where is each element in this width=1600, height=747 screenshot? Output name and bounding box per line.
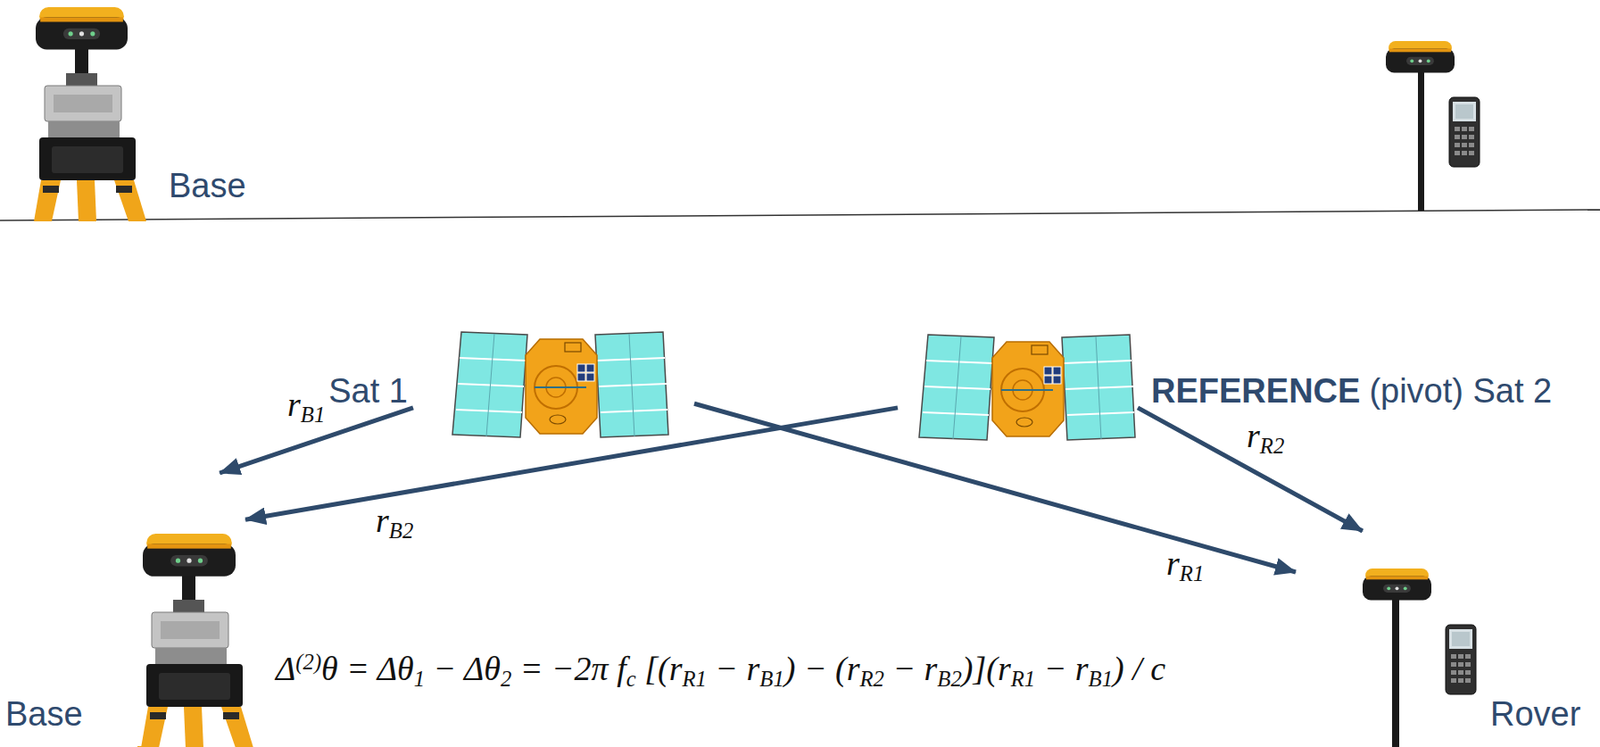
formula-run: r [375,501,390,539]
subscript: 2 [500,666,512,691]
subscript: R1 [681,666,706,691]
formula-run: ) / c [1112,649,1166,688]
illustration-part [1392,597,1400,747]
node-label: REFERENCE [1151,372,1360,412]
node-label: Sat 1 [328,372,408,412]
formula-run: )](r [961,649,1012,688]
formula-run: − r [884,649,937,688]
base-receiver-figure [137,533,254,747]
subscript: 1 [414,666,425,691]
subscript: c [626,666,637,691]
formula-run: − r [706,649,760,688]
illustration-part [1362,568,1432,600]
ground-line [0,209,1600,221]
range-label: rB1 [287,385,325,425]
formula-run: θ = Δθ [321,649,415,688]
illustration-part [1445,624,1476,695]
formula-run: − r [1035,649,1088,688]
illustration-part [1449,97,1480,167]
equation: Δ(2)θ = Δθ1 − Δθ2 = −2π fc [(rR1 − rB1) … [275,649,1166,689]
node-label: Base [5,695,83,735]
subscript: R1 [1179,561,1204,586]
reference-satellite: REFERENCE(pivot) Sat 2 [897,331,1138,442]
range-arrow [245,407,898,520]
rover-receiver-figure [1385,41,1480,211]
satellite-figure [452,331,669,438]
illustration-part [140,574,254,747]
subscript: R2 [859,666,884,691]
satellite-figure [919,334,1136,440]
node-label: (pivot) Sat 2 [1368,372,1552,412]
subscript: B1 [759,666,784,691]
rover-receiver-figure [1362,568,1476,747]
subscript: B1 [300,402,325,427]
formula-run: [(r [636,649,683,688]
superscript: (2) [295,649,322,674]
rover: Rover [1295,530,1482,747]
formula-run: r [1246,416,1261,455]
formula-run: r [1166,544,1180,582]
formula-run: ) − (r [784,649,861,688]
node-label: Base [168,166,247,207]
illustration-part [137,746,156,747]
base-receiver-figure [33,7,147,222]
formula-run: = −2π f [511,649,626,688]
base-station: Base [30,7,263,218]
subscript: R2 [1260,433,1285,458]
illustration-part [142,533,236,577]
formula-run: Δ [275,649,296,688]
illustration-part [1385,41,1455,73]
satellite: Sat 1 [413,331,695,438]
formula-run: − Δθ [424,649,501,688]
range-label: rR1 [1166,544,1204,584]
base-station: Base [138,472,246,747]
range-label: rB2 [375,501,414,541]
illustration-part [35,7,128,50]
formula-run: r [287,385,301,423]
node-label: Rover [1490,695,1581,735]
subscript: B1 [1088,666,1113,691]
range-arrow [694,403,1296,573]
illustration-part [33,48,147,222]
subscript: B2 [389,518,414,543]
range-label: rR2 [1246,416,1285,456]
range-arrow [1137,407,1363,531]
subscript: B2 [936,666,962,691]
illustration-part [1417,70,1425,211]
subscript: R1 [1011,666,1036,691]
